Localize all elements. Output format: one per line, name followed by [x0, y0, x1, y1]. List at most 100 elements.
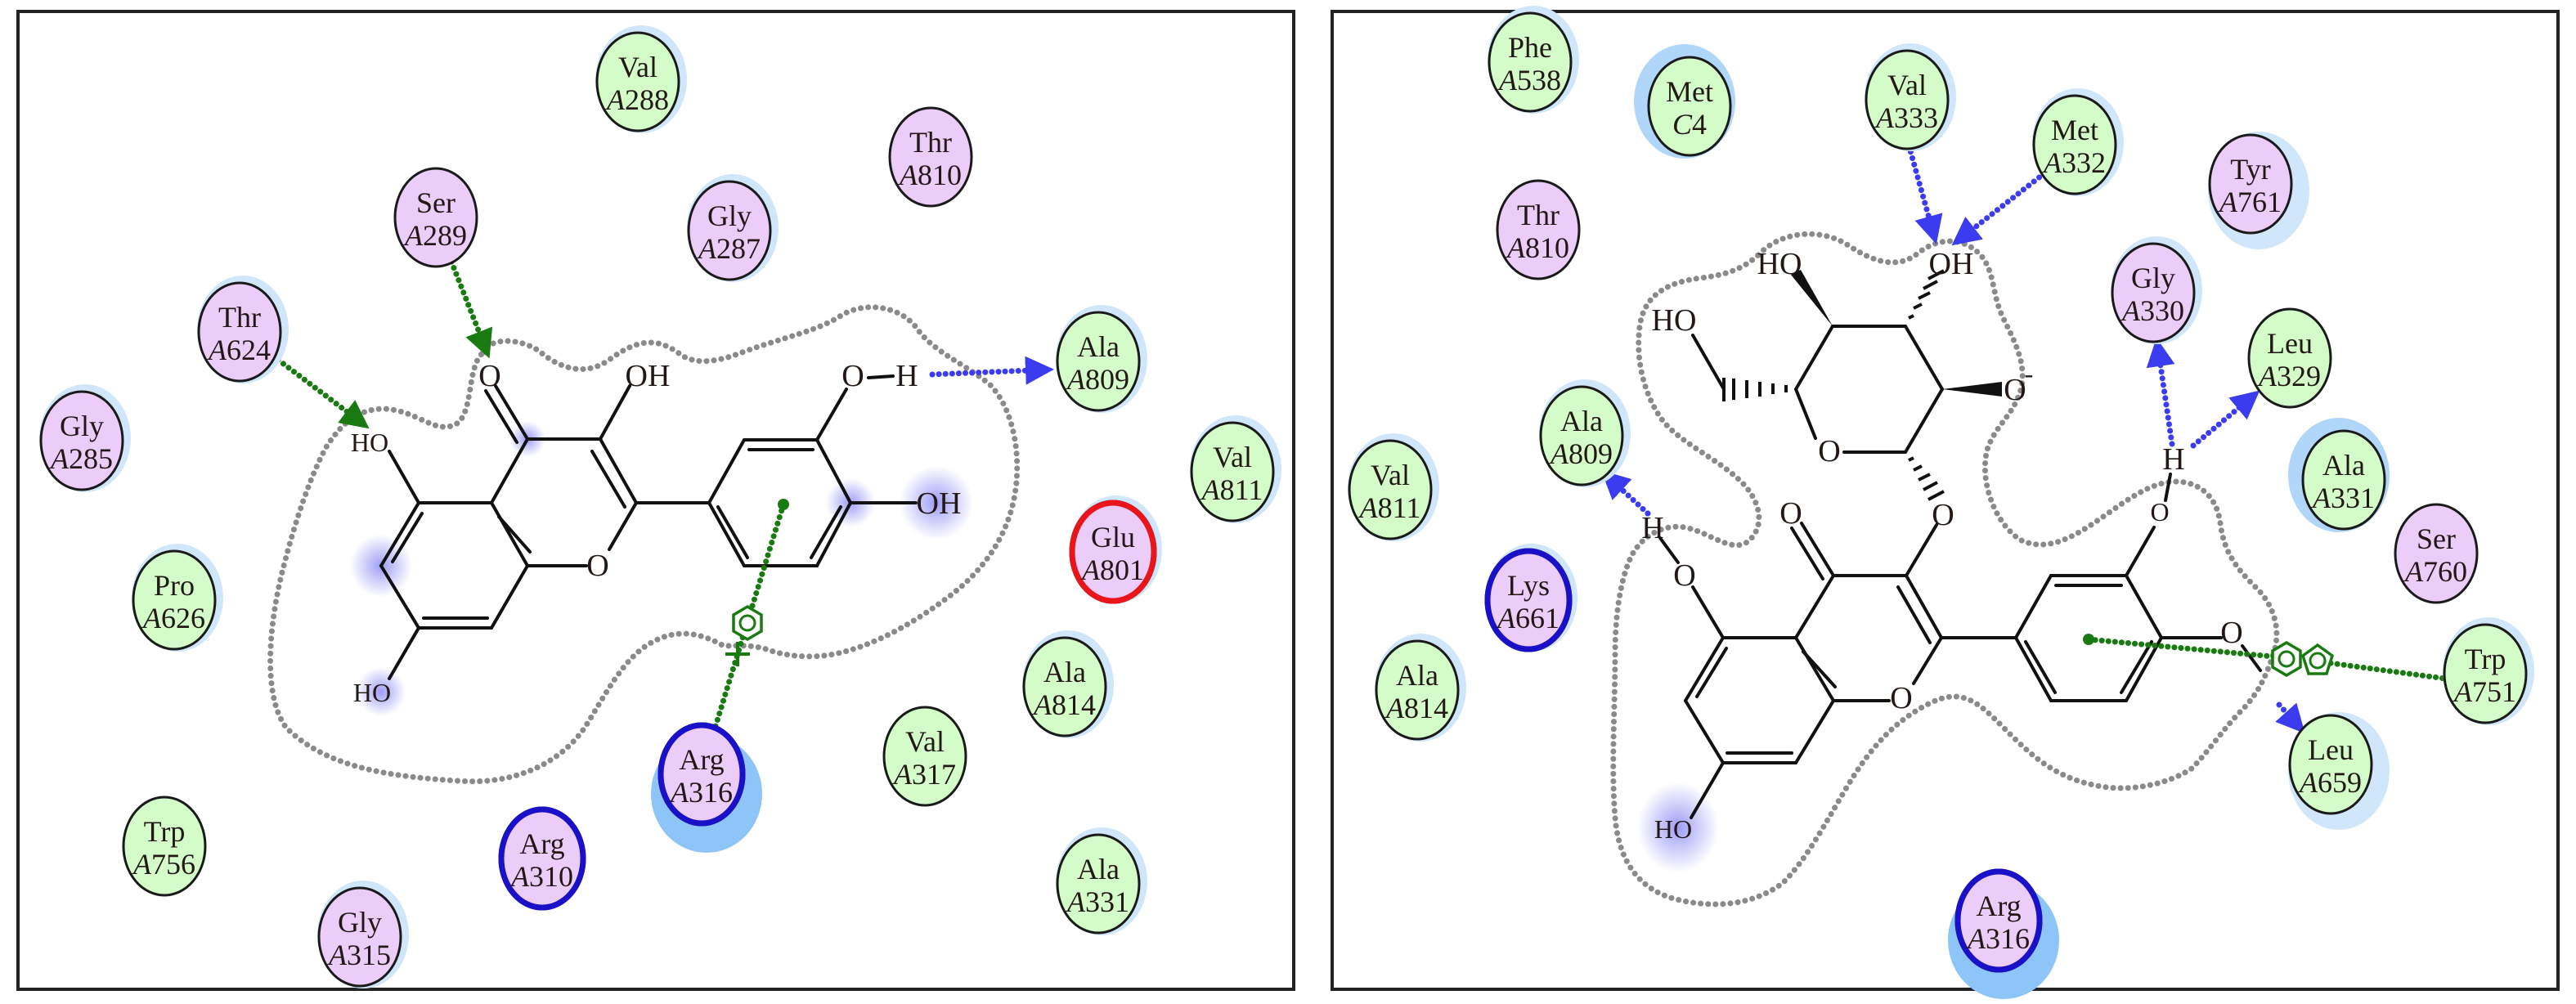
hashed-bond — [1722, 378, 1788, 401]
atom-label: O — [1890, 681, 1912, 715]
residue-disc — [2111, 242, 2196, 343]
residue-disc — [2032, 94, 2117, 195]
residue-id: A289 — [403, 219, 467, 252]
residue-id: A809 — [1066, 363, 1129, 396]
ring-centroid-dot — [778, 499, 789, 510]
hbond-val333-oh — [1904, 136, 1943, 244]
residue-id: A332 — [2042, 146, 2106, 179]
residue-disc — [1056, 311, 1141, 412]
residue-name: Arg — [1976, 890, 2021, 922]
residue-disc — [1954, 868, 2043, 973]
residue-disc — [888, 106, 973, 208]
residue-id: A624 — [207, 334, 271, 366]
hbond-h5-ala809 — [1600, 470, 1651, 517]
residue-disc — [1865, 49, 1950, 150]
atom-charge: - — [2025, 359, 2034, 388]
atom-label: H — [895, 359, 918, 393]
residue-disc — [1496, 179, 1581, 280]
residue-name: Ser — [416, 186, 456, 219]
residue-name: Val — [905, 725, 945, 758]
residue-disc — [1375, 639, 1460, 741]
right-panel: HO OH HO O - O O O O H O HO O H O — [1348, 6, 2534, 999]
residue-disc — [132, 549, 217, 651]
residue-name: Ala — [1077, 853, 1120, 885]
residue-name: Gly — [338, 906, 382, 939]
residue-disc — [1539, 385, 1624, 486]
solvent-glow — [900, 466, 973, 540]
hbond-thr624-oh5 — [275, 356, 370, 429]
residue-name: Thr — [218, 301, 261, 334]
ligand-atom-labels: O OH O H OH HO O HO — [351, 359, 962, 707]
ligand-atom-labels: HO OH HO O - O O O O H O HO O H O — [1641, 247, 2242, 844]
pocket-contour — [267, 304, 1021, 785]
residue-name: Lys — [1507, 569, 1550, 602]
solvent-glow — [357, 667, 406, 716]
residue-id: A288 — [605, 83, 669, 116]
residue-name: Met — [1666, 75, 1713, 108]
residue-id: A317 — [892, 758, 956, 791]
atom-label: HO — [353, 678, 391, 707]
hbond-h-gly330 — [2146, 338, 2175, 447]
left-residues: ValA288ThrA810SerA289GlyA287ThrA624GlyA2… — [39, 25, 1281, 988]
residue-id: A814 — [1032, 688, 1096, 721]
residue-name: Glu — [1091, 521, 1135, 554]
residue-disc — [2443, 623, 2528, 724]
atom-label: H — [2162, 442, 2184, 477]
residue-id: A760 — [2403, 555, 2467, 588]
residue-disc — [317, 886, 402, 988]
residue-id: A810 — [898, 159, 962, 191]
wedge-bond — [1791, 270, 1833, 326]
atom-label: HO — [1757, 247, 1802, 281]
residue-id: A329 — [2257, 360, 2321, 392]
atom-label: HO — [1652, 303, 1697, 338]
atom-label: O — [2220, 616, 2242, 650]
residue-disc — [2208, 133, 2293, 235]
residue-name: Val — [618, 51, 657, 83]
residue-name: Met — [2051, 114, 2098, 146]
residue-disc — [1022, 636, 1107, 737]
residue-name: Val — [1887, 69, 1927, 101]
residue-id: A330 — [2120, 294, 2184, 327]
pi-pi-ring-link — [2085, 636, 2277, 660]
atom-label: HO — [351, 428, 388, 457]
residue-name: Pro — [154, 569, 195, 602]
residue-disc — [393, 167, 478, 268]
residue-id: A285 — [49, 442, 113, 475]
